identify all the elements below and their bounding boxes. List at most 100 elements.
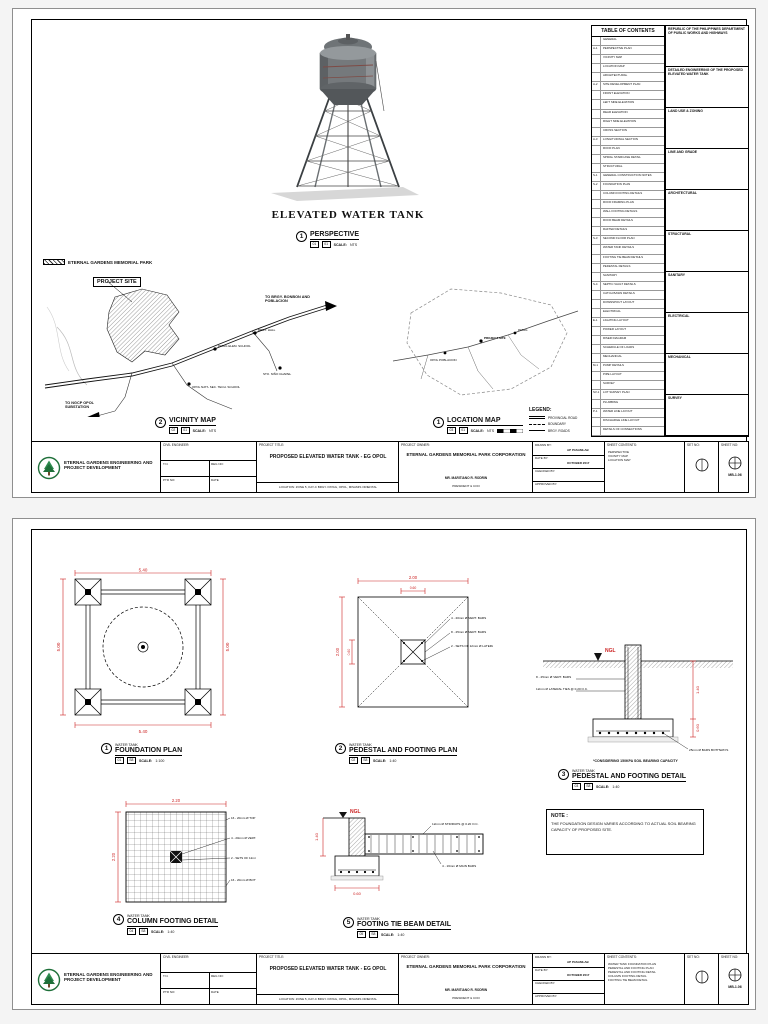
view-title: PEDESTAL AND FOOTING DETAIL <box>572 773 687 782</box>
owner-name: ETERNAL GARDENS MEMORIAL PARK CORPORATIO… <box>406 452 526 457</box>
svg-text:5.40: 5.40 <box>139 729 148 734</box>
project-owner-cell: PROJECT OWNER: ETERNAL GARDENS MEMORIAL … <box>398 442 532 492</box>
owner-representative-title: PRESIDENT & COO <box>452 996 480 1000</box>
view-subtitle: WATER TANK <box>115 743 138 747</box>
legend-title: LEGEND: <box>529 407 552 413</box>
svg-text:0.60: 0.60 <box>353 891 362 896</box>
svg-text:4 - 20mm Ø VERT. BARS: 4 - 20mm Ø VERT. BARS <box>231 836 256 840</box>
location-map-drawing: PROJECT SITE PATAG OPOL POBLACION <box>392 288 579 396</box>
footing-tie-beam-detail-drawing: NGL 1.40 0.60 12mm Ø STIRRUPS @ 0.20 O.C… <box>314 809 484 896</box>
toc-row: SV-1 LOT SURVEY PLAN <box>592 390 664 400</box>
sheet-2: 5.40 5.40 5.00 5.00 1 WATER TANK FOUNDAT… <box>12 518 756 1010</box>
toc-row: DISCHARGE LINE LAYOUT <box>592 417 664 427</box>
svg-text:0.60: 0.60 <box>347 649 351 656</box>
legend-item: PROVINCIAL ROAD <box>529 416 589 420</box>
svg-text:2.00: 2.00 <box>409 575 418 580</box>
checked-by-label: CHECKED BY: <box>535 981 556 985</box>
toc-row: LOCATION MAP <box>592 64 664 74</box>
svg-text:0.60: 0.60 <box>695 723 700 732</box>
project-site-label: PROJECT SITE <box>93 277 141 287</box>
toc-row: PLUMBING <box>592 399 664 409</box>
project-title-cell: PROJECT TITLE: PROPOSED ELEVATED WATER T… <box>256 442 398 492</box>
column-footing-detail-drawing: 2.20 2.20 16 - 20mm Ø TOP BARS EACHWAY 4… <box>111 798 256 903</box>
view-ref-a: 03 <box>447 427 456 434</box>
svg-text:1.40: 1.40 <box>314 832 319 841</box>
company-name: ETERNAL GARDENS ENGINEERING AND PROJECT … <box>64 460 153 470</box>
project-title: PROPOSED ELEVATED WATER TANK - EG OPOL <box>269 454 387 460</box>
scale-label: SCALE: <box>372 758 387 763</box>
toc-row: S-4 SEPTIC VAULT DETAILS <box>592 281 664 291</box>
date-by-label: DATE BY: <box>535 456 549 460</box>
view-number: 1 <box>433 417 444 428</box>
drawn-by-label: DRAWN BY: <box>535 955 552 959</box>
title-block: ETERNAL GARDENS ENGINEERING AND PROJECT … <box>31 441 749 493</box>
set-no-cell: SET NO: <box>684 954 718 1004</box>
toc-side-cell: SANITARY <box>666 272 748 313</box>
view-title: PEDESTAL AND FOOTING PLAN <box>349 747 458 756</box>
view-ref-a: 04 <box>127 928 136 935</box>
project-title-label: PROJECT TITLE: <box>259 955 285 959</box>
scale-label: SCALE: <box>380 932 395 937</box>
toc-row: POWER LAYOUT <box>592 327 664 337</box>
tn-label: T.N. <box>163 974 169 978</box>
note-body: THE FOUNDATION DESIGN VARIES ACCORDING T… <box>551 821 696 832</box>
set-no-cell: SET NO: <box>684 442 718 492</box>
toc-side-cell: STRUCTURAL <box>666 231 748 272</box>
toc-row: RIGHT SIDE ELEVATION <box>592 118 664 128</box>
civil-engineer-label: CIVIL ENGINEER: <box>163 955 190 959</box>
toc-row: LEFT SIDE ELEVATION <box>592 100 664 110</box>
pedestal-footing-detail-callout: 3 WATER TANK PEDESTAL AND FOOTING DETAIL… <box>558 769 687 790</box>
view-ref-b: S8 <box>583 783 593 790</box>
svg-text:2.00: 2.00 <box>335 647 340 656</box>
view-subtitle: WATER TANK <box>572 769 595 773</box>
sheet-no-cell: SHEET NO: MB-1.06 <box>718 442 750 492</box>
signoff-cell: DRAWN BY: AP PASAMLAB DATE BY: OCTOBER 2… <box>532 442 604 492</box>
toc-side-cell: MECHANICAL <box>666 354 748 395</box>
svg-text:16 - 20mm Ø TOP BARS EACHWAY: 16 - 20mm Ø TOP BARS EACHWAY <box>231 816 256 820</box>
sheet-contents-line: WATER TANK FOUNDATION PLAN <box>608 962 657 966</box>
sheet-1: ELEVATED WATER TANK 1 PERSPECTIVE 01 01 … <box>12 8 756 498</box>
foundation-plan-callout: 1 WATER TANK FOUNDATION PLAN 01 S8 SCALE… <box>101 743 183 764</box>
svg-text:2 - SETS OF 12mm Ø LATERAL TIE: 2 - SETS OF 12mm Ø LATERAL TIES @ 0.20 O… <box>451 644 493 648</box>
pedestal-footing-plan-drawing: 2.00 0.60 2.00 0.60 4 - 20mm Ø VERT. BAR… <box>335 575 493 708</box>
sheet-contents-line: COLUMN FOOTING DETAIL <box>608 974 647 978</box>
scale-value: 1:40 <box>612 784 620 789</box>
toc-row: VICINITY MAP <box>592 55 664 65</box>
scale-value: 1:40 <box>389 758 397 763</box>
footing-tie-beam-detail-callout: 5 WATER TANK FOOTING TIE BEAM DETAIL 05 … <box>343 917 451 938</box>
toc-row: RISER DIAGRAM <box>592 336 664 346</box>
svg-text:2.20: 2.20 <box>111 852 116 861</box>
project-location: LOCATION: ZONE 5, KAY-C BRGY. PATAG, OPO… <box>278 485 378 489</box>
sheet-no-label: SHEET NO: <box>721 955 739 959</box>
drawn-by-value: AP PASAMLAB <box>567 448 589 452</box>
view-ref-b: 01 <box>321 241 331 248</box>
perspective-title: ELEVATED WATER TANK <box>271 209 425 221</box>
reg-no-label: REG NO: <box>211 462 224 466</box>
sheet-no-cell: SHEET NO: MB-1.06 <box>718 954 750 1004</box>
view-number: 4 <box>113 914 124 925</box>
civil-engineer-label: CIVIL ENGINEER: <box>163 443 190 447</box>
sheet-number-mark-icon <box>728 456 742 470</box>
svg-text:12mm Ø STIRRUPS @ 0.20 O.C.: 12mm Ø STIRRUPS @ 0.20 O.C. <box>432 822 479 826</box>
boundary-sample <box>529 423 545 425</box>
date-by-value: OCTOBER 2017 <box>567 461 590 465</box>
svg-text:0.60: 0.60 <box>410 586 417 590</box>
toc-row: FRONT ELEVATION <box>592 91 664 101</box>
svg-text:4 - 20mm Ø VERT. BARS: 4 - 20mm Ø VERT. BARS <box>451 616 486 620</box>
scale-value: 1:40 <box>397 932 405 937</box>
toc-row: SCHEDULE OF LOADS <box>592 345 664 355</box>
scale-label: SCALE: <box>192 428 206 433</box>
owner-name: ETERNAL GARDENS MEMORIAL PARK CORPORATIO… <box>406 964 526 969</box>
toc-row: SURVEY <box>592 381 664 391</box>
provincial-road-sample <box>529 416 545 419</box>
svg-text:2.20: 2.20 <box>172 798 181 803</box>
toc-title: TABLE OF CONTENTS <box>592 26 664 37</box>
scale-label: SCALE: <box>150 929 165 934</box>
drawn-by-label: DRAWN BY: <box>535 443 552 447</box>
to-bonbon-label: TO BRGY. BONBON AND POBLACION <box>265 295 310 303</box>
toc-row: E-1 LIGHTING LAYOUT <box>592 317 664 327</box>
view-ref-b: S8 <box>360 757 370 764</box>
date-label: DATE <box>211 478 219 482</box>
approved-by-label: APPROVED BY: <box>535 994 558 998</box>
view-ref-a: 01 <box>115 757 124 764</box>
